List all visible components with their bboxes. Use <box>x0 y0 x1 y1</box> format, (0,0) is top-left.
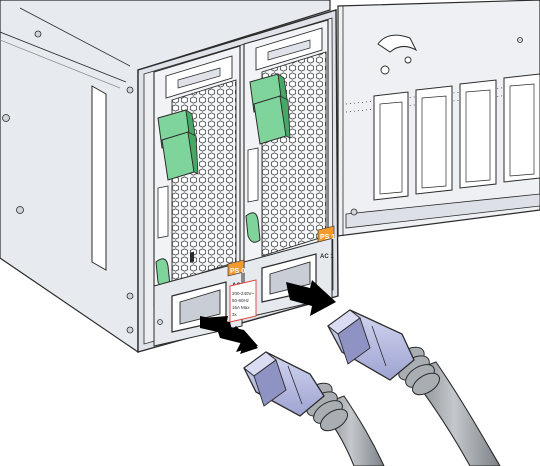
svg-text:AC 1: AC 1 <box>320 254 334 260</box>
psu0-release-latch[interactable] <box>157 109 199 181</box>
svg-text:PS 0: PS 0 <box>230 268 245 275</box>
psu1-handle-latch[interactable] <box>245 212 261 243</box>
svg-text:200-240V~: 200-240V~ <box>232 291 255 296</box>
svg-text:PS 1: PS 1 <box>320 234 335 241</box>
arrow-down-right-icon <box>286 280 336 316</box>
arrow-down-left-icon <box>200 316 258 354</box>
power-cord-1 <box>327 309 501 466</box>
svg-text:16A Max: 16A Max <box>232 305 250 310</box>
rating-label: 200-240V~ 50-60Hz 16A Max 3x <box>229 279 257 323</box>
power-supply-1[interactable] <box>243 19 333 319</box>
ps0-badge: PS 0 <box>227 259 245 277</box>
svg-text:50-60Hz: 50-60Hz <box>232 298 250 303</box>
power-cord-0 <box>243 351 385 466</box>
chassis-rear-pcie-area <box>337 0 540 237</box>
svg-text:3x: 3x <box>232 312 238 317</box>
psu1-release-latch[interactable] <box>249 73 291 145</box>
ps1-badge: PS 1 <box>317 225 335 243</box>
power-supply-0[interactable] <box>153 45 243 347</box>
